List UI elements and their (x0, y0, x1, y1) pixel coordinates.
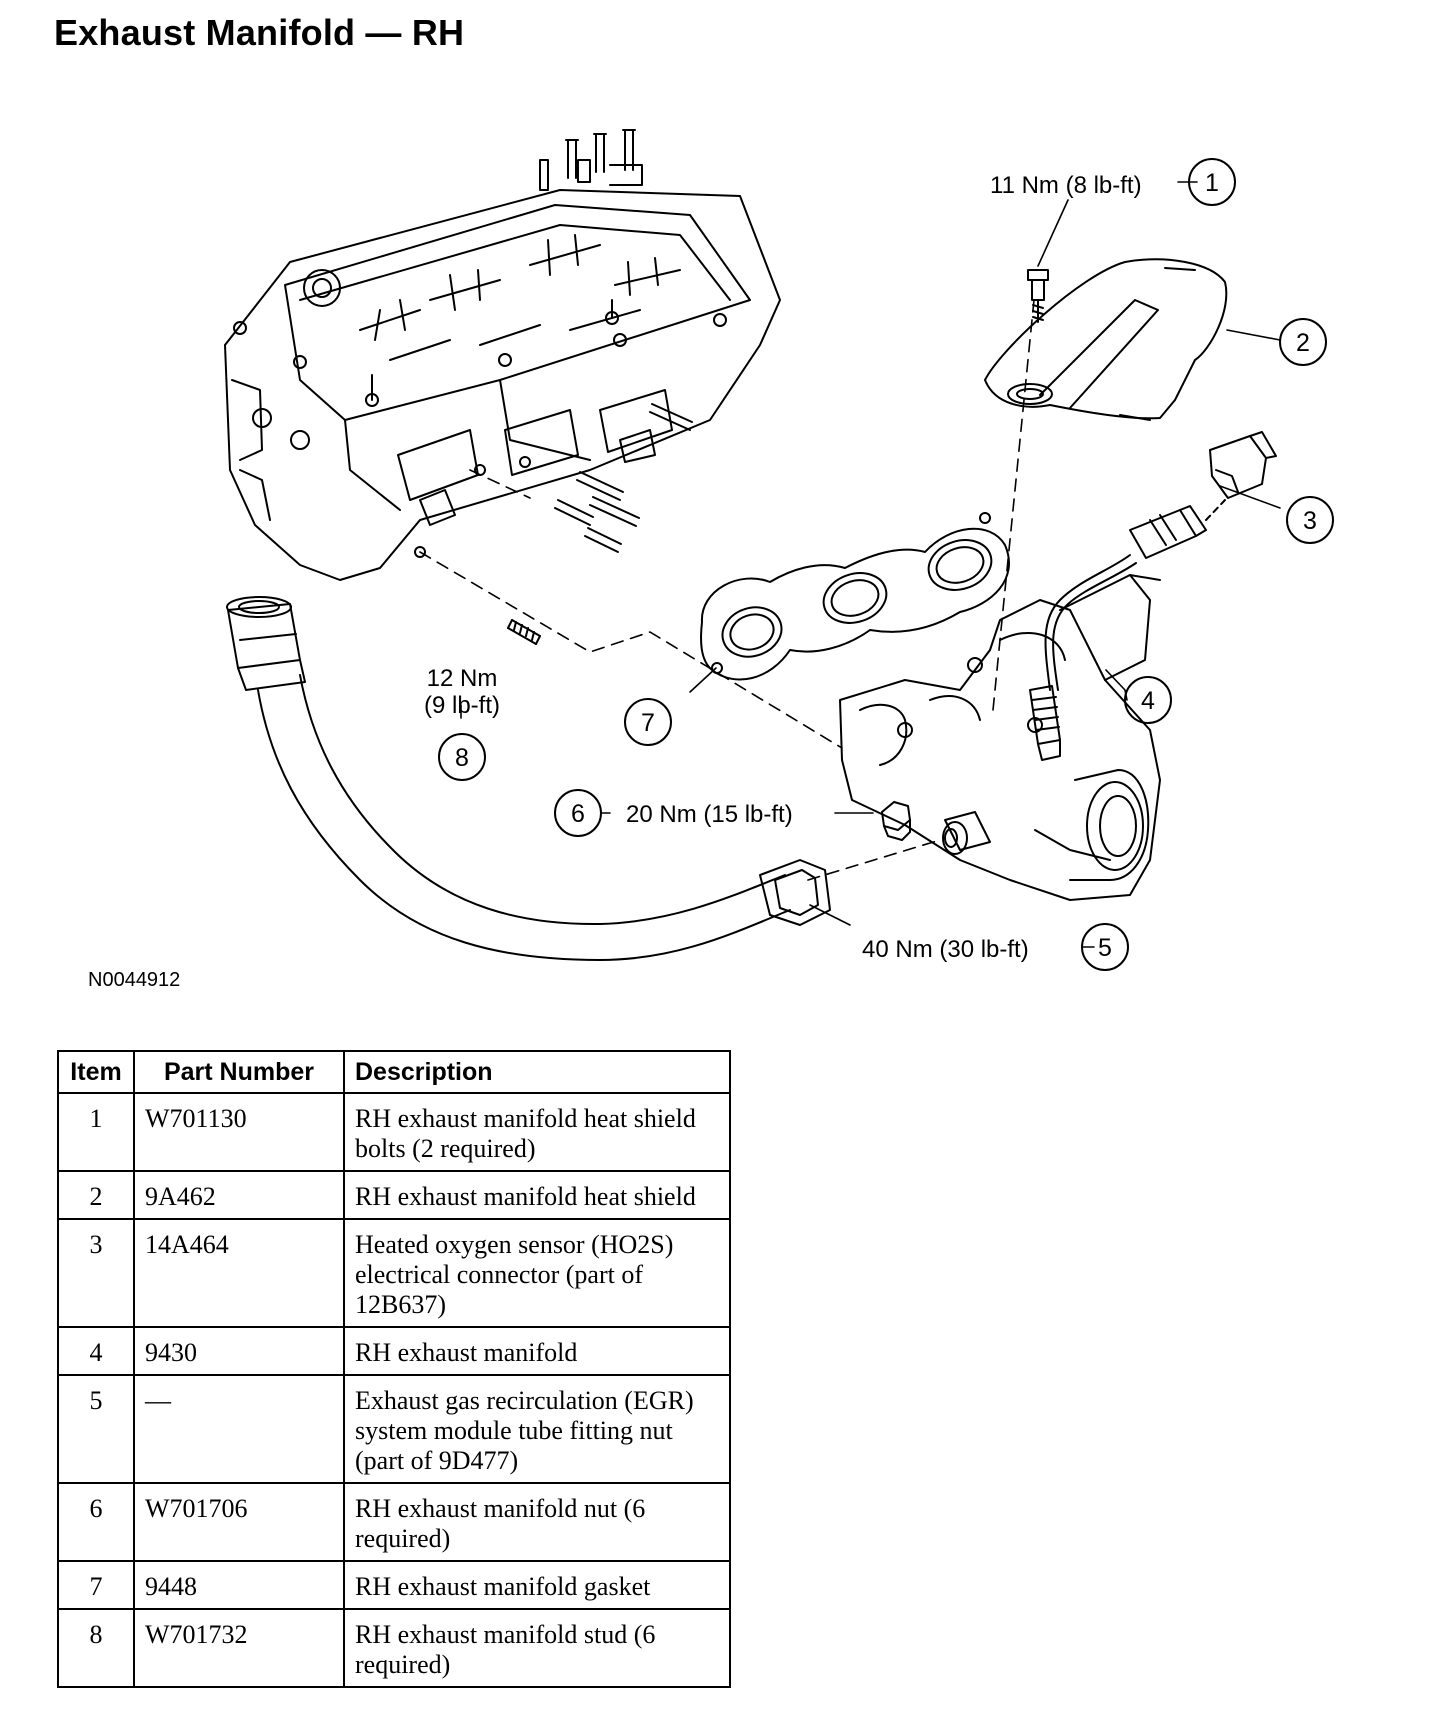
callout-8-number: 8 (455, 744, 469, 772)
callout-3-number: 3 (1303, 507, 1317, 535)
cell-item: 6 (57, 1482, 135, 1562)
egr-tube-illustration (226, 596, 831, 961)
cell-item: 7 (57, 1560, 135, 1610)
manifold-nut-illustration (881, 801, 911, 841)
cell-item: 8 (57, 1608, 135, 1688)
header-item: Item (57, 1050, 135, 1094)
cell-part-number: W701732 (133, 1608, 345, 1688)
callout-5-number: 5 (1098, 934, 1112, 962)
callout-4-number: 4 (1141, 687, 1155, 715)
cell-part-number: 9448 (133, 1560, 345, 1610)
cylinder-head-illustration (224, 129, 781, 581)
exhaust-manifold-diagram: 1 2 3 4 5 6 7 8 11 Nm (8 lb-ft) 40 Nm (3… (88, 129, 1334, 991)
callout-6-torque: 20 Nm (15 lb-ft) (626, 801, 793, 828)
page-title: Exhaust Manifold — RH (54, 12, 465, 53)
callout-5-torque: 40 Nm (30 lb-ft) (862, 936, 1029, 963)
table-row: 7 9448 RH exhaust manifold gasket (57, 1560, 731, 1610)
cell-description: RH exhaust manifold stud (6 required) (343, 1608, 731, 1688)
parts-table: Item Part Number Description 1 W701130 R… (57, 1050, 731, 1688)
table-row: 8 W701732 RH exhaust manifold stud (6 re… (57, 1608, 731, 1688)
heat-shield-illustration (984, 258, 1228, 421)
table-row: 1 W701130 RH exhaust manifold heat shiel… (57, 1092, 731, 1172)
cell-part-number: W701130 (133, 1092, 345, 1172)
callout-2-number: 2 (1296, 329, 1310, 357)
cell-item: 5 (57, 1374, 135, 1484)
callout-7-circle (624, 698, 672, 746)
callout-3-circle (1286, 496, 1334, 544)
cell-item: 2 (57, 1170, 135, 1220)
heat-shield-bolt-illustration (1027, 269, 1049, 323)
callout-4-circle (1124, 676, 1172, 724)
callout-1-circle (1188, 158, 1236, 206)
cell-description: Exhaust gas recirculation (EGR) system m… (343, 1374, 731, 1484)
cell-description: RH exhaust manifold (343, 1326, 731, 1376)
table-row: 5 — Exhaust gas recirculation (EGR) syst… (57, 1374, 731, 1484)
manifold-stud-illustration (507, 619, 541, 645)
cell-part-number: W701706 (133, 1482, 345, 1562)
callout-5-circle (1081, 923, 1129, 971)
exhaust-manifold-illustration (839, 574, 1161, 901)
manifold-gasket-illustration (700, 512, 1010, 681)
callout-1-torque: 11 Nm (8 lb-ft) (990, 172, 1142, 199)
cell-description: RH exhaust manifold heat shield (343, 1170, 731, 1220)
cell-description: Heated oxygen sensor (HO2S) electrical c… (343, 1218, 731, 1328)
callout-6-circle (554, 789, 602, 837)
cell-part-number: 14A464 (133, 1218, 345, 1328)
cell-part-number: — (133, 1374, 345, 1484)
table-row: 6 W701706 RH exhaust manifold nut (6 req… (57, 1482, 731, 1562)
figure-id: N0044912 (88, 969, 180, 991)
cell-part-number: 9A462 (133, 1170, 345, 1220)
cell-description: RH exhaust manifold heat shield bolts (2… (343, 1092, 731, 1172)
header-part-number: Part Number (133, 1050, 345, 1094)
callout-8-torque: 12 Nm (427, 665, 498, 692)
callout-2-circle (1279, 318, 1327, 366)
header-description: Description (343, 1050, 731, 1094)
callout-circles (438, 158, 1334, 971)
table-row: 4 9430 RH exhaust manifold (57, 1326, 731, 1376)
assembly-lines (419, 299, 1035, 881)
leader-lines (460, 181, 1281, 948)
cell-description: RH exhaust manifold gasket (343, 1560, 731, 1610)
table-row: 3 14A464 Heated oxygen sensor (HO2S) ele… (57, 1218, 731, 1328)
table-header-row: Item Part Number Description (57, 1050, 731, 1094)
callout-8-torque-line2: (9 lb-ft) (424, 692, 500, 719)
cell-item: 1 (57, 1092, 135, 1172)
cell-item: 4 (57, 1326, 135, 1376)
callout-7-number: 7 (641, 709, 655, 737)
cell-item: 3 (57, 1218, 135, 1328)
cell-description: RH exhaust manifold nut (6 required) (343, 1482, 731, 1562)
cell-part-number: 9430 (133, 1326, 345, 1376)
table-row: 2 9A462 RH exhaust manifold heat shield (57, 1170, 731, 1220)
ho2s-connector-illustration (1044, 431, 1277, 691)
callout-6-number: 6 (571, 800, 585, 828)
callout-8-circle (438, 733, 486, 781)
callout-1-number: 1 (1205, 169, 1219, 197)
